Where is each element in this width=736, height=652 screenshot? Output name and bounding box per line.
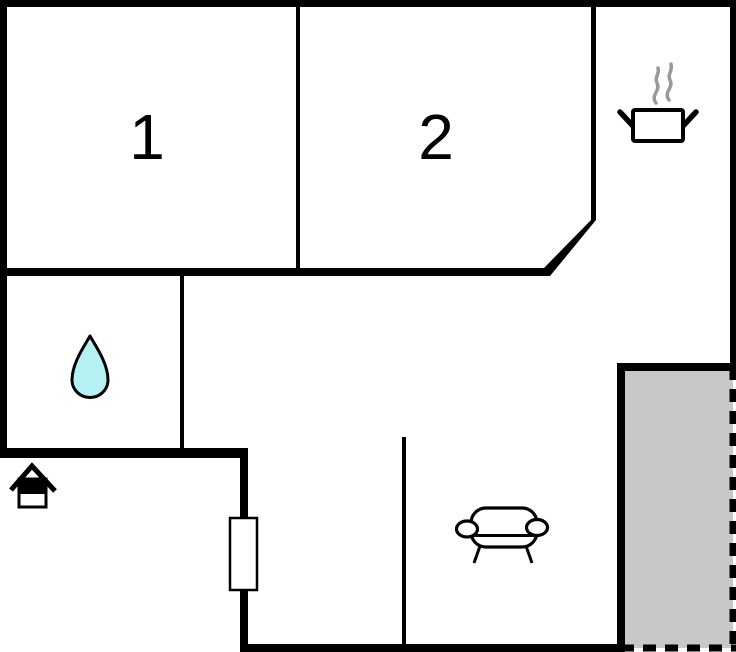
pot-body [631,108,685,143]
wall-living-partial-divider [402,437,406,652]
water-drop-icon [70,334,110,399]
pot-handle-left [617,109,636,129]
terrace [617,363,736,652]
wall-bathroom-right [180,276,184,448]
steam-line-left [652,66,661,105]
wall-outer-top [0,0,736,7]
outbuilding-body-top [18,478,47,494]
wall-outer-bottom [240,644,625,652]
wall-bathroom-bottom [0,448,248,458]
wall-outer-left [0,0,7,458]
cooking-pot-icon [617,62,699,143]
sofa-armrest-left [454,519,480,539]
outbuilding-icon [9,462,57,509]
terrace-wall-left [617,363,625,648]
room-1-label: 1 [129,101,165,173]
wall-outer-right [730,0,736,371]
wall-room1-room2-divider [296,7,300,268]
sofa-leg-left [472,545,482,564]
sofa-leg-right [524,545,534,564]
wall-mid-horizontal [0,268,550,276]
wall-room2-right [591,7,596,220]
wall-diagonal [544,220,596,276]
pot-handle-right [680,109,699,129]
outbuilding-roof [9,462,57,493]
terrace-wall-top [617,363,736,371]
room-2-label: 2 [418,101,454,173]
sofa-icon [454,506,550,564]
terrace-surface [621,367,733,648]
steam-line-right [665,62,674,102]
sofa-armrest-right [524,517,550,538]
window-marker [228,516,259,592]
